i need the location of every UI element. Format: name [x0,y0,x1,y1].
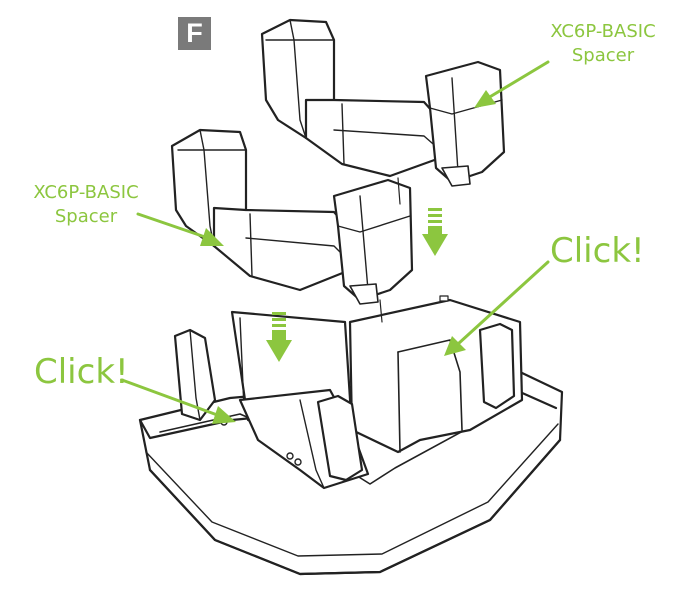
label-click-left: Click! [34,352,129,392]
spacer-middle [170,128,414,305]
leader-line-spacer-middle [136,212,224,246]
label-spacer-middle: XC6P-BASIC Spacer [6,181,166,229]
label-spacer-top-name: Spacer [571,45,635,66]
insertion-arrows [266,208,448,362]
label-spacer-top: XC6P-BASIC Spacer [523,20,683,68]
leader-line-click-left [120,378,236,424]
label-spacer-top-model: XC6P-BASIC [550,21,656,42]
charging-cradle-base [138,295,564,576]
spacer-top [260,18,506,187]
label-click-right: Click! [550,231,645,271]
label-spacer-middle-model: XC6P-BASIC [33,182,139,203]
alignment-guides [379,177,401,323]
leader-line-click-right [444,260,550,356]
down-arrow-icon [422,208,448,256]
leader-line-spacer-top [474,60,550,108]
down-arrow-icon [266,312,292,362]
step-badge: F [178,17,211,50]
label-spacer-middle-name: Spacer [54,206,118,227]
